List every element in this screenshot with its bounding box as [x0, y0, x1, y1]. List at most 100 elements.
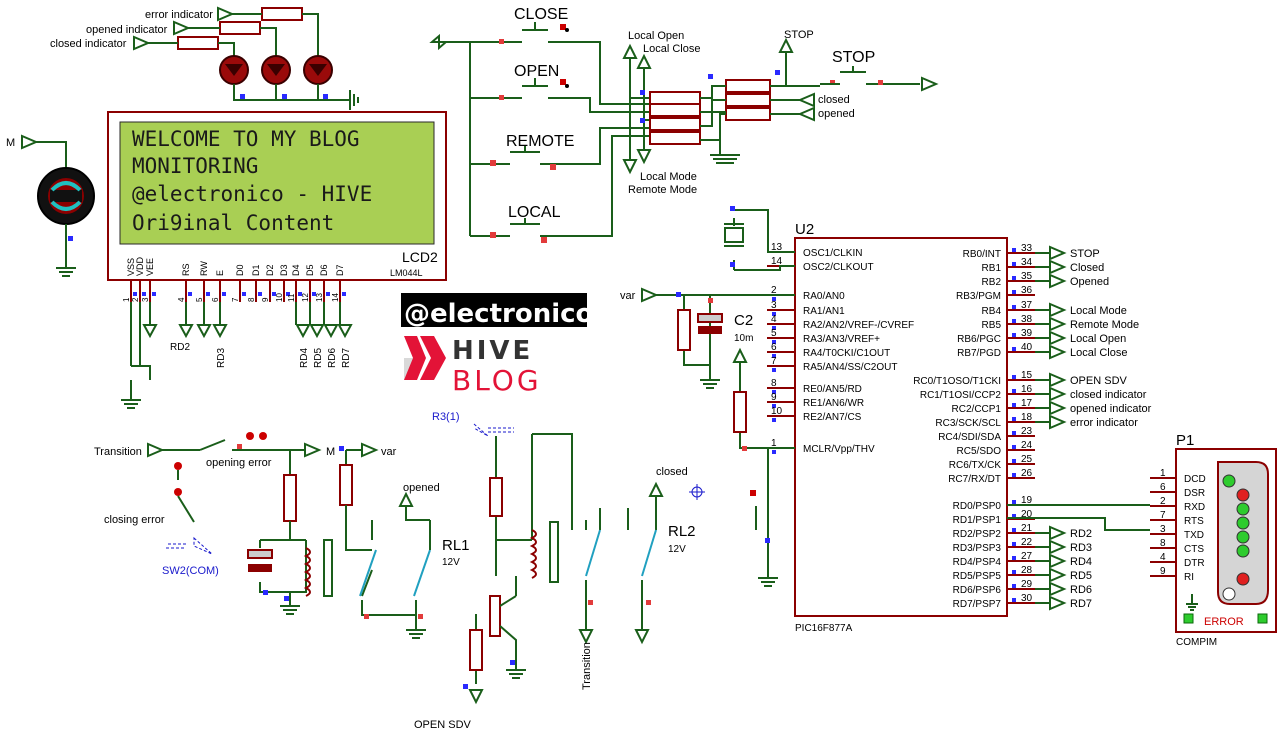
mcu-pin-number: 20 — [1021, 509, 1033, 520]
electronico-hive-logo: @electronico HIVE BLOG — [401, 293, 593, 397]
mcu-net-label: RD3 — [1070, 542, 1092, 554]
mcu-pin-number: 33 — [1021, 243, 1033, 254]
gate-label-local-close: Local Close — [643, 43, 700, 55]
lcd-pin-label: RS — [181, 263, 191, 276]
mcu-pin-number: 15 — [1021, 370, 1033, 381]
mcu-pin-name: RC6/TX/CK — [949, 460, 1002, 471]
mcu-pin-number: 21 — [1021, 523, 1033, 534]
mcu-pin-number: 9 — [771, 392, 777, 403]
lcd-pin-row: VSS1VDD2VEE3RS4RW5E6D07D18D29D310D411D51… — [122, 256, 346, 302]
mcu-pin-name: RC1/T1OSI/CCP2 — [920, 390, 1002, 401]
mcu-pin-name: RE2/AN7/CS — [803, 412, 862, 423]
mcu-net-label: OPEN SDV — [1070, 375, 1128, 387]
mcu-pin-number: 22 — [1021, 537, 1033, 548]
lcd-pin-number: 7 — [231, 297, 240, 302]
mcu-pin-number: 29 — [1021, 579, 1033, 590]
lcd-pin-number: 11 — [287, 293, 296, 302]
connector-pin-name: DSR — [1184, 488, 1205, 499]
mcu-net-label: Remote Mode — [1070, 319, 1139, 331]
mcu-net-label: Closed — [1070, 262, 1104, 274]
transition-label: Transition — [94, 446, 142, 458]
logo-handle: @electronico — [404, 299, 593, 329]
opened-indicator-label: opened indicator — [86, 24, 168, 36]
mcu-pin-name: RD2/PSP2 — [953, 529, 1002, 540]
connector-model: COMPIM — [1176, 637, 1217, 648]
mcu-pin-number: 8 — [771, 378, 777, 389]
lcd-term-rd6: RD6 — [327, 348, 338, 368]
mcu-pin-number: 17 — [1021, 398, 1033, 409]
connector-pin-name: CTS — [1184, 544, 1204, 555]
connector-pin-number: 3 — [1160, 524, 1166, 535]
mcu-pin-name: RA4/T0CKI/C1OUT — [803, 348, 890, 359]
led-closed — [219, 55, 249, 85]
mcu-pin-name: RD0/PSP0 — [953, 501, 1002, 512]
opening-error-button[interactable] — [200, 432, 267, 450]
logo-blog: BLOG — [452, 364, 542, 397]
gate-label-local-mode: Local Mode — [640, 171, 697, 183]
connector-status-led — [1236, 572, 1250, 586]
lcd-pin-number: 5 — [195, 297, 204, 302]
closing-error-switch[interactable] — [174, 462, 195, 523]
mcu-net-label: error indicator — [1070, 417, 1138, 429]
lcd-pin-number: 14 — [331, 293, 340, 302]
capacitor-name: C2 — [734, 312, 753, 329]
lcd-pin-label: D7 — [335, 264, 345, 276]
stop-button[interactable] — [820, 66, 939, 92]
mcu-pin-number: 26 — [1021, 468, 1033, 479]
reset-button[interactable] — [750, 490, 770, 543]
mcu-pin-number: 18 — [1021, 412, 1033, 423]
connector-status: ERROR — [1204, 616, 1244, 628]
mcu-pin-number: 7 — [771, 356, 777, 367]
motor-label: M — [6, 137, 15, 149]
mcu-net-label: RD6 — [1070, 584, 1092, 596]
mcu-pin-name: RA0/AN0 — [803, 291, 845, 302]
mcu-pin-name: RD3/PSP3 — [953, 543, 1002, 554]
switch-label: SW2(COM) — [162, 565, 219, 577]
gate-label-local-open: Local Open — [628, 30, 684, 42]
connector-pin-name: DTR — [1184, 558, 1205, 569]
opening-error-label: opening error — [206, 457, 272, 469]
lcd-pin-label: D0 — [235, 264, 245, 276]
crosshair-icon — [689, 484, 705, 500]
mcu-pin-number: 36 — [1021, 285, 1033, 296]
lcd-pin-number: 9 — [261, 297, 270, 302]
open-button[interactable] — [499, 78, 650, 113]
m-label: M — [326, 446, 335, 458]
mcu-pin-name: RC4/SDI/SDA — [938, 432, 1001, 443]
capacitor-c2 — [697, 313, 723, 334]
rl2-voltage: 12V — [668, 544, 686, 555]
gate-label-opened: opened — [818, 108, 855, 120]
mcu-pin-name: RD5/PSP5 — [953, 571, 1002, 582]
mcu-pin-name: RC5/SDO — [957, 446, 1002, 457]
closed-label-lower: closed — [656, 466, 688, 478]
lcd-line-1: WELCOME TO MY BLOG — [132, 127, 360, 151]
mcu-pin-number: 25 — [1021, 454, 1033, 465]
lcd-pin-number: 4 — [177, 297, 186, 302]
mcu-pin-name: RB1 — [982, 263, 1002, 274]
stop-button-label: STOP — [832, 49, 875, 66]
closed-indicator-label: closed indicator — [50, 38, 127, 50]
mcu-pin-name: RC2/CCP1 — [952, 404, 1002, 415]
mcu-pin-number: 13 — [771, 242, 783, 253]
mcu-net-label: RD7 — [1070, 598, 1092, 610]
transition-vertical-label: Transition — [581, 642, 593, 690]
mcu-net-label: Local Close — [1070, 347, 1127, 359]
mcu-pin-name: RC0/T1OSO/T1CKI — [913, 376, 1001, 387]
lcd-name: LCD2 — [402, 249, 438, 265]
mcu-pin-name: MCLR/Vpp/THV — [803, 444, 875, 455]
connector-pin-number: 6 — [1160, 482, 1166, 493]
connector-pin-name: RI — [1184, 572, 1194, 583]
lcd-pin-label: D1 — [251, 264, 261, 276]
mcu-net-label: Local Mode — [1070, 305, 1127, 317]
lcd-term-rd3: RD3 — [216, 348, 227, 368]
lcd-term-rd7: RD7 — [341, 348, 352, 368]
lcd-pin-number: 10 — [275, 293, 284, 302]
mcu-net-label: RD4 — [1070, 556, 1092, 568]
mcu-pin-name: RA5/AN4/SS/C2OUT — [803, 362, 897, 373]
close-button[interactable] — [499, 22, 650, 105]
remote-button[interactable] — [490, 127, 650, 170]
mcu-pin-name: RD7/PSP7 — [953, 599, 1002, 610]
local-button-label: LOCAL — [508, 204, 561, 221]
